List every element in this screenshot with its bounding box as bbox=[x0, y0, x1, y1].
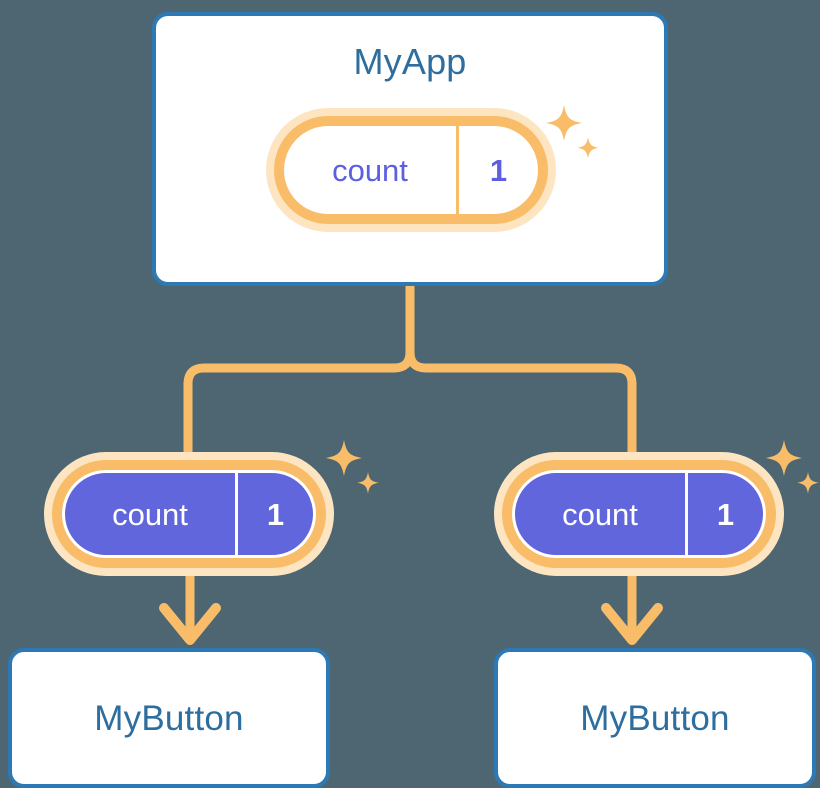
state-key-label: count bbox=[562, 496, 638, 532]
component-label-mybutton: MyButton bbox=[94, 698, 244, 738]
state-pill-myapp[interactable]: count 1 bbox=[266, 108, 556, 232]
component-label-mybutton: MyButton bbox=[580, 698, 730, 738]
state-pill-body: count 1 bbox=[284, 126, 538, 214]
state-pill-divider bbox=[685, 473, 688, 555]
component-label-myapp: MyApp bbox=[353, 41, 467, 82]
state-pill-left-child[interactable]: count 1 bbox=[44, 452, 334, 576]
diagram-canvas: MyApp count 1 count 1 bbox=[8, 12, 819, 788]
branch-connector-icon bbox=[183, 281, 637, 457]
state-pill-divider bbox=[456, 126, 459, 214]
state-value-label: 1 bbox=[489, 152, 508, 188]
state-pill-body: count 1 bbox=[62, 470, 316, 558]
state-pill-right-child[interactable]: count 1 bbox=[494, 452, 784, 576]
state-value-label: 1 bbox=[716, 496, 735, 532]
state-pill-body: count 1 bbox=[512, 470, 766, 558]
sparkle-small-icon bbox=[357, 472, 379, 494]
state-key-label: count bbox=[112, 496, 188, 532]
state-value-label: 1 bbox=[266, 496, 285, 532]
component-box-mybutton-left[interactable]: MyButton bbox=[8, 648, 330, 788]
arrow-down-icon-right bbox=[601, 571, 663, 645]
sparkle-small-icon bbox=[797, 472, 819, 494]
arrow-down-icon-left bbox=[159, 571, 221, 645]
state-key-label: count bbox=[332, 152, 408, 188]
component-box-mybutton-right[interactable]: MyButton bbox=[494, 648, 816, 788]
state-pill-divider bbox=[235, 473, 238, 555]
